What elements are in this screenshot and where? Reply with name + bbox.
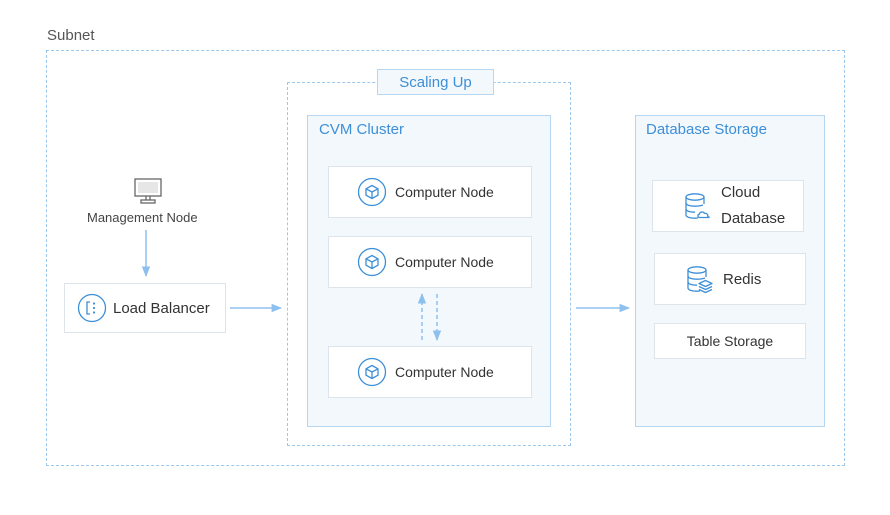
cloud-database-card[interactable]: Cloud Database [652, 180, 804, 232]
computer-node-card[interactable]: Computer Node [328, 346, 532, 398]
computer-node-card[interactable]: Computer Node [328, 166, 532, 218]
cvm-cluster-title: CVM Cluster [319, 121, 405, 138]
monitor-icon [134, 178, 162, 204]
load-balancer-label: Load Balancer [113, 299, 210, 317]
computer-node-label: Computer Node [395, 364, 494, 380]
cloud-database-label: Cloud Database [721, 180, 785, 232]
table-storage-card[interactable]: Table Storage [654, 323, 806, 359]
computer-node-label: Computer Node [395, 254, 494, 270]
scaling-up-tag: Scaling Up [377, 69, 494, 95]
redis-icon [687, 266, 713, 294]
subnet-boundary [46, 50, 845, 466]
scaling-up-label: Scaling Up [399, 73, 472, 91]
cloud-database-label-line2: Database [721, 210, 786, 227]
cloud-database-label-line1: Cloud [721, 184, 761, 201]
table-storage-label: Table Storage [686, 333, 774, 349]
cube-icon [357, 247, 387, 277]
redis-label: Redis [723, 270, 762, 288]
computer-node-label: Computer Node [395, 184, 494, 200]
database-storage-title: Database Storage [646, 121, 767, 138]
redis-card[interactable]: Redis [654, 253, 806, 305]
load-balancer-card[interactable]: Load Balancer [64, 283, 226, 333]
cube-icon [357, 357, 387, 387]
management-node-label: Management Node [87, 210, 198, 225]
cube-icon [357, 177, 387, 207]
subnet-label: Subnet [47, 27, 95, 44]
load-balancer-icon [77, 293, 107, 323]
cloud-database-icon [685, 193, 710, 219]
computer-node-card[interactable]: Computer Node [328, 236, 532, 288]
